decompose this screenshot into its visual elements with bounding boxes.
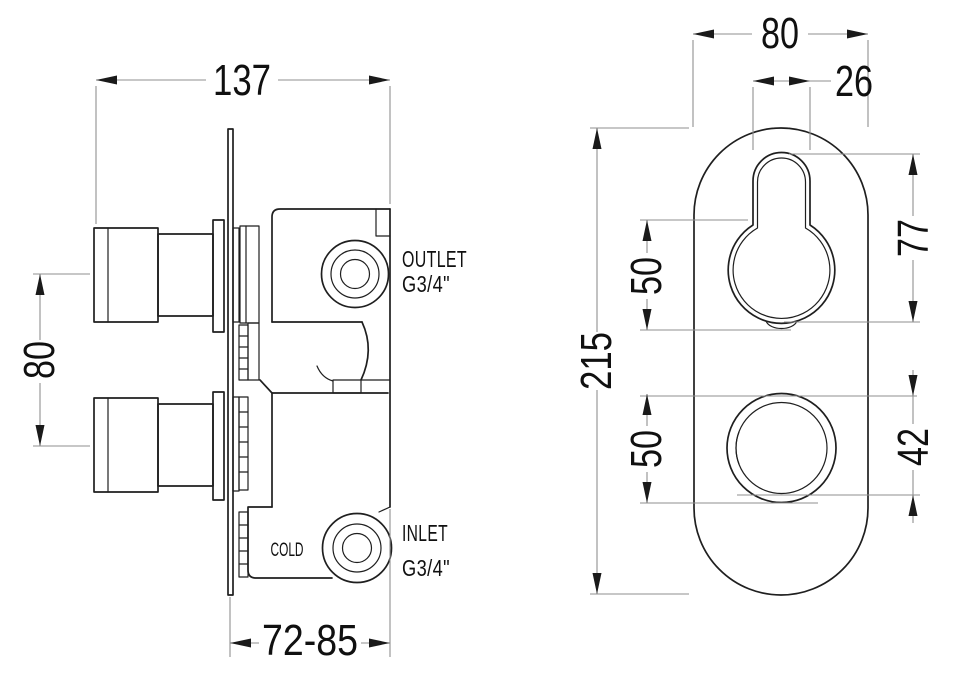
side-view-body: COLD xyxy=(93,128,393,596)
dim-50-upper: 50 xyxy=(622,219,791,331)
wall-plate xyxy=(227,128,234,596)
top-handle xyxy=(93,219,260,333)
dim-50-upper-text: 50 xyxy=(622,257,671,295)
dim-137: 137 xyxy=(95,56,391,224)
knob-handle xyxy=(735,401,828,495)
oval-faceplate xyxy=(693,127,869,596)
inlet-label-line2: G3/4" xyxy=(402,555,450,581)
cold-label: COLD xyxy=(271,540,304,561)
outlet-housing xyxy=(271,208,391,508)
outlet-port-outer xyxy=(320,239,390,309)
dim-72-85: 72-85 xyxy=(229,509,391,665)
dim-42: 42 xyxy=(737,370,938,523)
dim-80-plate: 80 xyxy=(692,9,869,127)
dim-80-plate-text: 80 xyxy=(761,9,799,58)
dim-77: 77 xyxy=(784,153,938,323)
side-view: COLD 137 80 72-85 xyxy=(15,56,467,665)
dim-26: 26 xyxy=(752,57,873,150)
cartridge-thread-column xyxy=(238,322,260,578)
side-view-dimensions: 137 80 72-85 OUTLET G3/4" INLET G3/4" xyxy=(15,56,467,665)
dim-80-handles-text: 80 xyxy=(15,341,64,379)
dim-137-text: 137 xyxy=(213,56,271,105)
dim-26-text: 26 xyxy=(835,57,873,106)
outlet-label-line1: OUTLET xyxy=(402,246,467,272)
keyhole-bottom-notch xyxy=(765,320,798,330)
dim-72-85-text: 72-85 xyxy=(262,616,358,665)
valve-waist xyxy=(259,321,391,394)
front-view-dimensions: 80 26 215 50 xyxy=(572,9,938,595)
dim-50-lower-text: 50 xyxy=(622,430,671,468)
front-view-plate xyxy=(693,127,869,596)
front-view: 80 26 215 50 xyxy=(572,9,938,596)
inlet-housing xyxy=(247,392,393,584)
bottom-handle xyxy=(93,391,240,501)
knob-trim-ring xyxy=(726,392,837,504)
dim-80-handles: 80 xyxy=(15,273,90,447)
dim-215: 215 xyxy=(572,127,689,595)
keyhole-cutout-outer xyxy=(727,151,836,325)
inlet-label-line1: INLET xyxy=(402,520,448,546)
knob-left-detail xyxy=(735,431,740,465)
dim-50-lower: 50 xyxy=(622,394,917,504)
inlet-port-outer xyxy=(321,512,393,584)
keyhole-cutout-inner xyxy=(732,157,831,320)
dim-77-text: 77 xyxy=(889,219,938,257)
dim-42-text: 42 xyxy=(889,428,938,466)
outlet-label-line2: G3/4" xyxy=(402,271,450,297)
dim-215-text: 215 xyxy=(572,332,621,390)
